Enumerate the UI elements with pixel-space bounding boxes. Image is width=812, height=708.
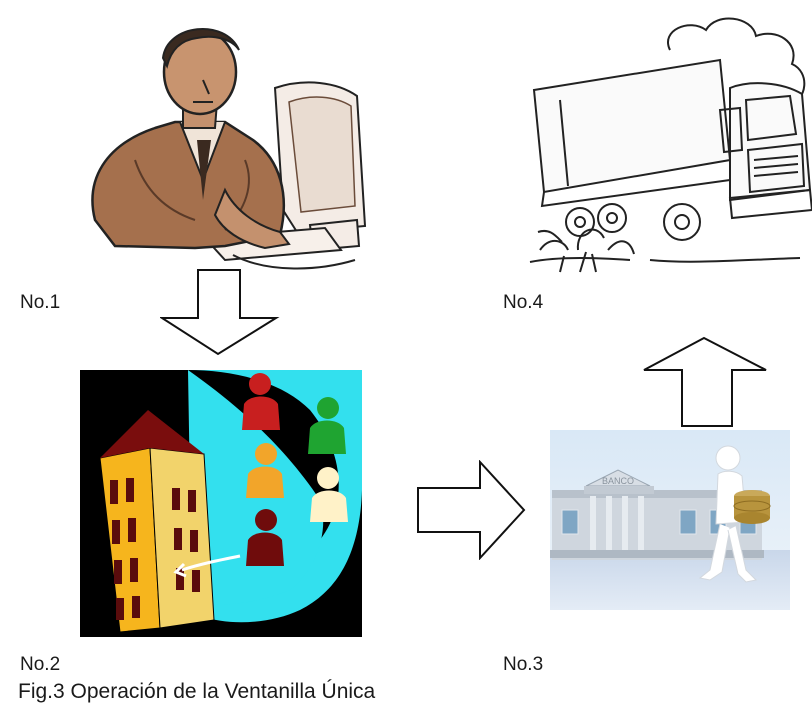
person-carrying-coins-icon xyxy=(698,445,771,583)
computer-monitor-icon xyxy=(273,81,367,252)
arrow-right-icon xyxy=(416,460,528,560)
step-label: No.2 xyxy=(20,654,61,675)
arrow-up-icon xyxy=(640,336,770,430)
step-1-illustration xyxy=(75,10,375,282)
step-4-illustration xyxy=(520,10,812,285)
step-label: No.3 xyxy=(503,654,544,675)
person-icon xyxy=(310,467,348,522)
arrow-down-icon xyxy=(160,268,280,358)
figure-caption: Fig.3 Operación de la Ventanilla Única xyxy=(18,680,376,703)
step-3-illustration: BANCO xyxy=(550,430,790,610)
step-label: No.4 xyxy=(503,292,544,313)
step-2-illustration xyxy=(80,370,362,637)
person-icon xyxy=(308,397,346,454)
cloud-icon xyxy=(667,17,806,107)
person-icon xyxy=(246,443,284,498)
step-label: No.1 xyxy=(20,292,61,313)
person-icon xyxy=(242,373,280,430)
bank-sign: BANCO xyxy=(602,476,634,486)
person-icon xyxy=(246,509,284,566)
